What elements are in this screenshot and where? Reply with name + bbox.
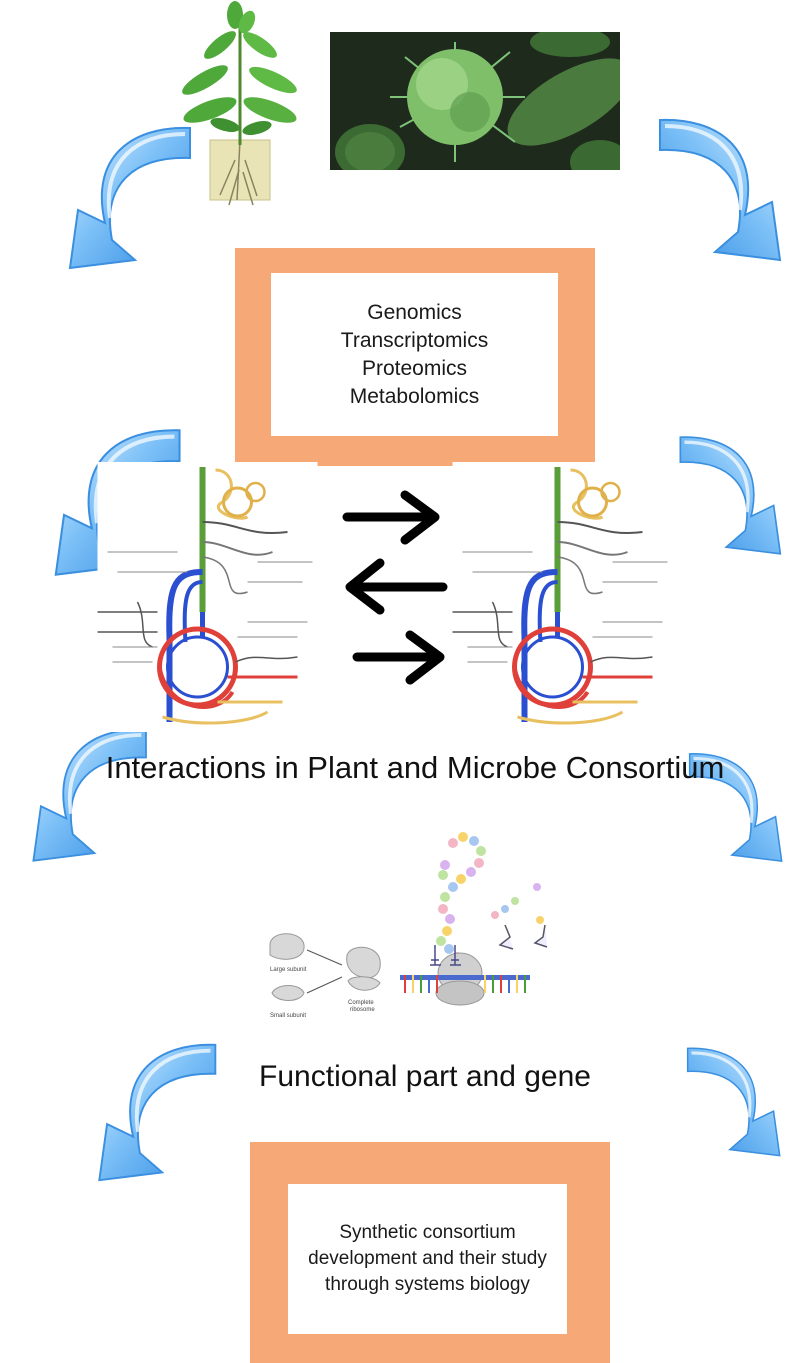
complete-ribosome-label-2: ribosome bbox=[350, 1007, 375, 1013]
omics-genomics: Genomics bbox=[367, 300, 462, 324]
plant-icon bbox=[165, 0, 300, 212]
curved-arrow-icon bbox=[650, 100, 800, 280]
metabolic-pathway-map bbox=[450, 462, 675, 732]
omics-transcriptomics: Transcriptomics bbox=[340, 328, 489, 352]
curved-arrow-icon bbox=[50, 118, 200, 278]
complete-ribosome-label-1: Complete bbox=[348, 1000, 374, 1006]
curved-arrow-icon bbox=[80, 1025, 225, 1200]
omics-metabolomics: Metabolomics bbox=[349, 384, 480, 408]
left-arrow-icon bbox=[345, 558, 448, 615]
right-arrow-icon bbox=[352, 630, 445, 685]
microbe-image bbox=[330, 27, 633, 184]
interactions-label: Interactions in Plant and Microbe Consor… bbox=[105, 750, 725, 785]
synthetic-box: Synthetic consortium development and the… bbox=[250, 1142, 610, 1363]
curved-arrow-icon bbox=[680, 1012, 795, 1192]
curved-arrow-icon bbox=[5, 720, 165, 870]
synthetic-line-1: Synthetic consortium bbox=[339, 1222, 516, 1243]
omics-box: Genomics Transcriptomics Proteomics Meta… bbox=[235, 248, 595, 466]
exchange-arrows bbox=[342, 490, 448, 685]
metabolic-pathway-map bbox=[95, 462, 320, 732]
small-subunit-label: Small subunit bbox=[270, 1013, 307, 1019]
ribosome-diagram: Large subunit Small subunit Complete rib… bbox=[262, 925, 402, 1025]
curved-arrow-icon bbox=[672, 408, 797, 583]
omics-proteomics: Proteomics bbox=[361, 356, 468, 380]
synthetic-line-2: development and their study bbox=[308, 1248, 547, 1269]
functional-label: Functional part and gene bbox=[259, 1060, 591, 1093]
right-arrow-icon bbox=[342, 490, 440, 545]
curved-arrow-icon bbox=[682, 720, 797, 895]
synthetic-line-3: through systems biology bbox=[325, 1274, 530, 1295]
large-subunit-label: Large subunit bbox=[270, 967, 307, 973]
translation-diagram bbox=[395, 825, 570, 1030]
